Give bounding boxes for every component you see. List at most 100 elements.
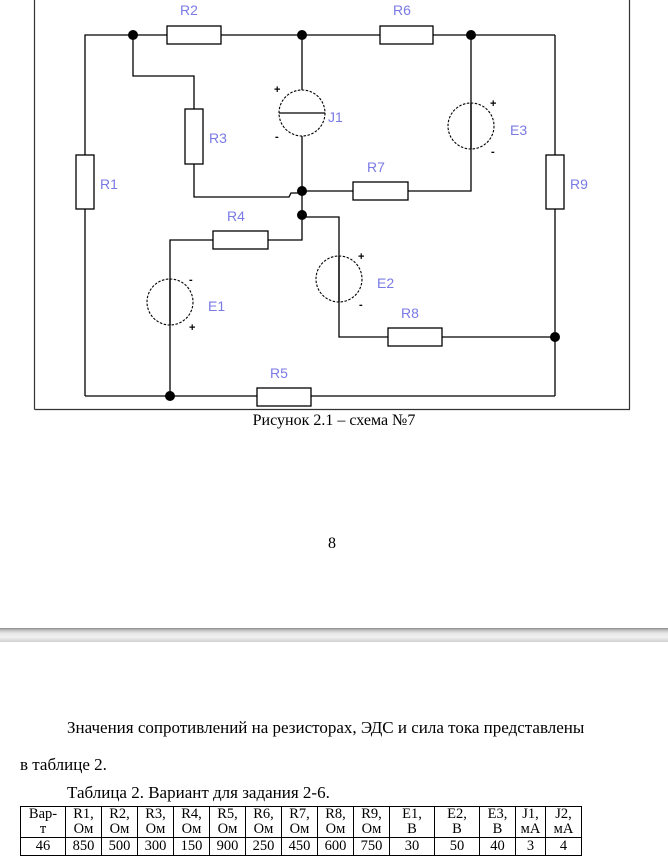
label-r3: R3 — [209, 130, 227, 146]
table-cell: 30 — [389, 837, 435, 856]
header-unit: В — [407, 821, 417, 837]
polarity-plus-e3: + — [490, 98, 496, 110]
label-r7: R7 — [367, 159, 385, 175]
node — [297, 30, 307, 40]
header-unit: В — [452, 821, 462, 837]
table-cell: 50 — [434, 837, 480, 856]
page-break — [0, 628, 668, 642]
header-unit: т — [39, 821, 47, 837]
table-cell: 750 — [353, 837, 390, 856]
table-cell: 3 — [515, 837, 546, 856]
header-unit: Ом — [73, 821, 94, 837]
table-title: Таблица 2. Вариант для задания 2-6. — [67, 783, 330, 802]
node — [297, 186, 307, 196]
table-cell: 250 — [245, 837, 282, 856]
header-unit: мА — [520, 821, 541, 837]
node — [297, 210, 307, 220]
header-label: R7, — [289, 806, 310, 822]
table-header-cell: E1,В — [389, 806, 435, 838]
table-header-cell: R3,Ом — [137, 806, 174, 838]
node — [550, 332, 560, 342]
header-label: E1, — [402, 806, 422, 822]
resistor-r1 — [75, 154, 95, 210]
node — [466, 30, 476, 40]
polarity-minus-e1: - — [189, 274, 193, 286]
table-header-cell: R6,Ом — [245, 806, 282, 838]
wires — [84, 34, 556, 397]
polarity-minus-j1: - — [275, 131, 279, 143]
header-label: R6, — [253, 806, 274, 822]
label-r2: R2 — [180, 2, 198, 18]
table-header-cell: R2,Ом — [101, 806, 138, 838]
resistor-r2 — [166, 25, 222, 45]
table-header-cell: E3,В — [479, 806, 516, 838]
resistor-r9 — [545, 154, 565, 210]
voltage-source-e2 — [315, 255, 363, 303]
header-unit: Ом — [217, 821, 238, 837]
junction-nodes — [128, 30, 560, 401]
table-cell: 4 — [545, 837, 582, 856]
header-label: E3, — [487, 806, 508, 822]
header-unit: Ом — [253, 821, 274, 837]
header-unit: Ом — [289, 821, 310, 837]
label-r8: R8 — [401, 305, 419, 321]
table-header-cell: J1,мА — [515, 806, 546, 838]
polarity-minus-e3: - — [491, 146, 495, 158]
header-label: R2, — [109, 806, 130, 822]
header-label: R3, — [145, 806, 166, 822]
polarity-plus-j1: + — [274, 84, 280, 96]
resistors — [75, 25, 565, 407]
header-label: J1, — [522, 806, 539, 822]
table-cell: 300 — [137, 837, 174, 856]
table-header-cell: R8,Ом — [317, 806, 354, 838]
header-unit: В — [492, 821, 503, 837]
label-r6: R6 — [393, 2, 411, 18]
header-label: E2, — [447, 806, 467, 822]
header-unit: мА — [553, 821, 574, 837]
paragraph-line-1: Значения сопротивлений на резисторах, ЭД… — [67, 718, 585, 737]
resistor-r8 — [387, 327, 443, 347]
table-header-cell: Вар-т — [20, 806, 66, 838]
voltage-source-e3 — [447, 102, 495, 150]
node — [128, 30, 138, 40]
table-header-cell: R9,Ом — [353, 806, 390, 838]
resistor-r3 — [184, 108, 204, 165]
figure-frame — [33, 0, 631, 411]
table-header-cell: E2,В — [434, 806, 480, 838]
node — [165, 391, 175, 401]
label-r1: R1 — [100, 176, 118, 192]
header-label: J2, — [555, 806, 572, 822]
table-cell: 450 — [281, 837, 318, 856]
page-number: 8 — [328, 535, 336, 552]
label-e2: E2 — [377, 275, 394, 291]
table-cell: 500 — [101, 837, 138, 856]
paragraph-line-2: в таблице 2. — [20, 755, 107, 774]
table-header-cell: R1,Ом — [65, 806, 102, 838]
polarity-plus-e1: + — [189, 322, 195, 334]
table-cell: 850 — [65, 837, 102, 856]
header-unit: Ом — [325, 821, 346, 837]
header-unit: Ом — [109, 821, 130, 837]
label-e1: E1 — [208, 298, 225, 314]
table-header-cell: R7,Ом — [281, 806, 318, 838]
header-label: R9, — [361, 806, 382, 822]
polarity-minus-e2: - — [359, 299, 363, 311]
resistor-r7 — [352, 181, 409, 201]
label-j1: J1 — [328, 109, 343, 125]
resistor-r4 — [212, 230, 269, 250]
resistor-r5 — [256, 387, 312, 407]
label-e3: E3 — [510, 122, 527, 138]
document-page-8: R2 R6 R3 J1 E3 R1 R9 R7 R4 E1 E2 R8 R5 +… — [33, 0, 631, 552]
label-r4: R4 — [227, 208, 245, 224]
table-cell: 600 — [317, 837, 354, 856]
header-label: R1, — [73, 806, 94, 822]
table-header-cell: R4,Ом — [173, 806, 210, 838]
label-r5: R5 — [270, 365, 288, 381]
table-cell: 150 — [173, 837, 210, 856]
header-unit: Ом — [181, 821, 202, 837]
table-cell: 46 — [20, 837, 66, 856]
table-header-cell: J2,мА — [545, 806, 582, 838]
